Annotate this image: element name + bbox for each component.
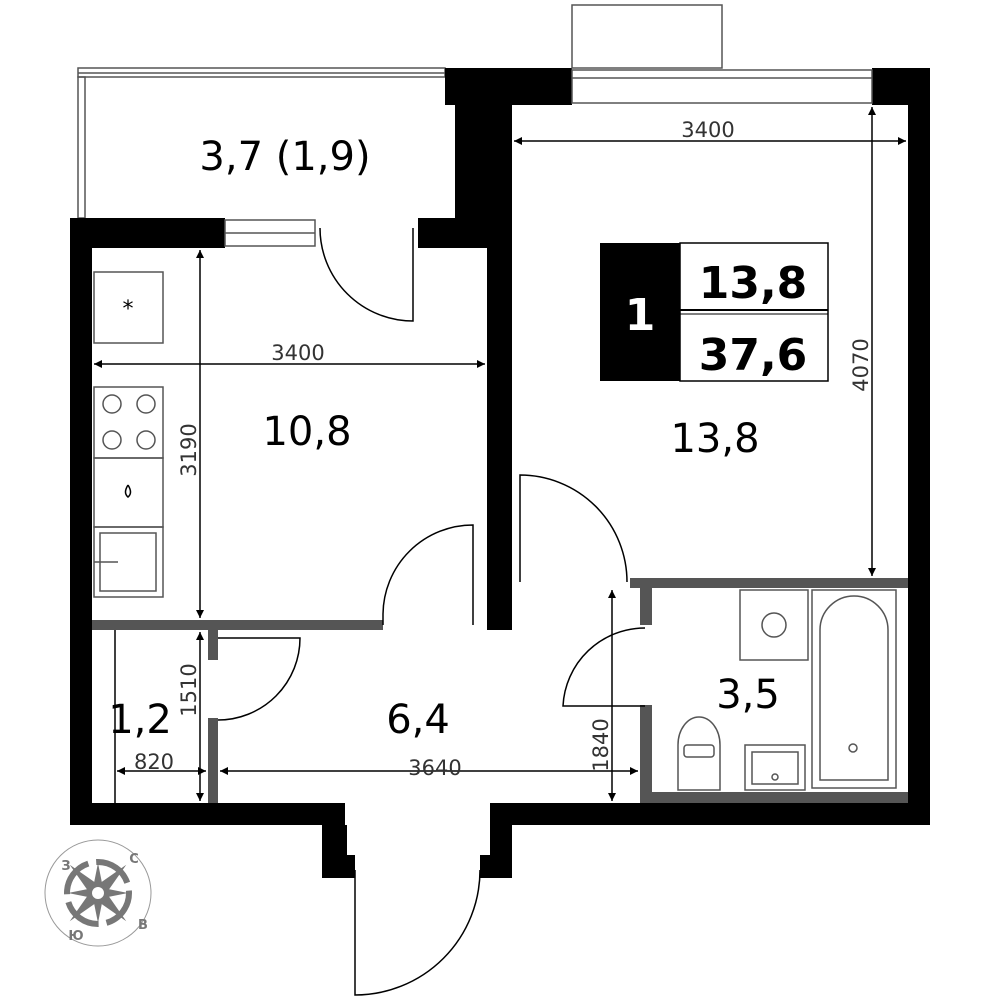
compass-south: Ю (68, 929, 83, 944)
compass-icon (44, 839, 152, 947)
partitions (92, 578, 908, 803)
dim-wardrobe-depth: 1510 (177, 663, 201, 716)
exterior-walls (70, 68, 930, 878)
hallway-area: 6,4 (386, 697, 450, 743)
dimension-lines (94, 107, 906, 801)
dim-hall-width: 3640 (408, 756, 461, 780)
living-room-area: 13,8 (670, 416, 759, 462)
dim-wardrobe-width: 820 (134, 750, 174, 774)
bathroom-sink (744, 744, 806, 791)
dim-room-width: 3400 (681, 118, 734, 142)
washing-machine (739, 589, 809, 661)
living-area: 13,8 (699, 258, 808, 309)
bathroom-area: 3,5 (716, 672, 780, 718)
dim-kitchen-depth: 3190 (177, 423, 201, 476)
toilet (677, 716, 721, 791)
windows (224, 4, 873, 247)
dim-hall-depth: 1840 (589, 718, 613, 771)
compass-west: З (61, 859, 70, 874)
kitchen-area: 10,8 (262, 409, 351, 455)
dim-room-depth: 4070 (849, 338, 873, 391)
svg-text:*: * (123, 297, 134, 322)
balcony-area: 3,7 (1,9) (199, 134, 370, 180)
fixtures: * (93, 271, 897, 791)
bathtub (811, 589, 897, 789)
rooms-count: 1 (625, 290, 656, 341)
fridge (93, 271, 164, 344)
doors[interactable] (217, 227, 646, 996)
dim-kitchen-width: 3400 (271, 341, 324, 365)
total-area: 37,6 (699, 330, 808, 381)
compass-east: В (138, 918, 148, 933)
wardrobe-area: 1,2 (108, 697, 172, 743)
compass-north: С (129, 852, 139, 867)
summary-box (600, 242, 829, 382)
